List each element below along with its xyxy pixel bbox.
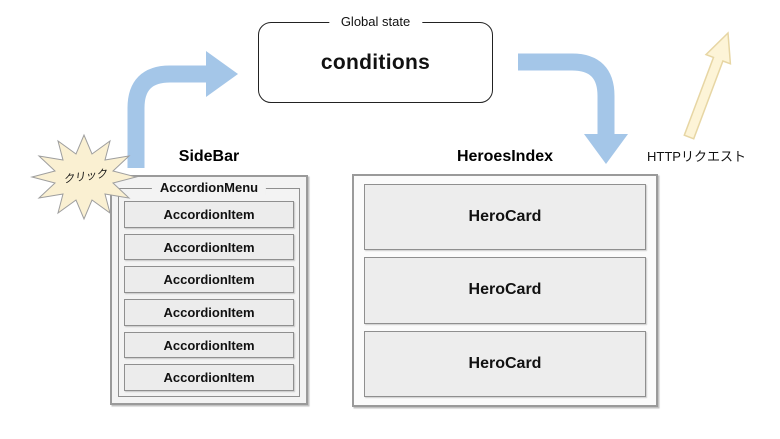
sidebar-title: SideBar — [178, 148, 240, 165]
heroes-index-title: HeroesIndex — [456, 148, 554, 165]
accordion-item: AccordionItem — [124, 201, 294, 228]
accordion-item: AccordionItem — [124, 299, 294, 326]
accordion-item: AccordionItem — [124, 331, 294, 359]
accordion-menu-label: AccordionMenu — [151, 180, 267, 195]
accordion-item: AccordionItem — [124, 266, 294, 294]
accordion-item: AccordionItem — [124, 364, 294, 392]
sidebar-panel: AccordionMenu AccordionItem AccordionIte… — [110, 175, 308, 405]
global-state-label: Global state — [328, 14, 423, 29]
accordion-menu: AccordionMenu AccordionItem AccordionIte… — [118, 180, 300, 397]
accordion-item: AccordionItem — [124, 233, 294, 261]
global-state-value: conditions — [320, 50, 431, 74]
hero-card: HeroCard — [364, 257, 646, 324]
hero-card: HeroCard — [364, 184, 646, 251]
http-request-arrow-icon — [683, 31, 732, 140]
global-state-box: Global state conditions — [258, 14, 493, 103]
heroes-index-panel: HeroCard HeroCard HeroCard — [352, 174, 658, 407]
hero-card: HeroCard — [364, 330, 646, 397]
http-request-label: HTTPリクエスト — [647, 149, 746, 164]
